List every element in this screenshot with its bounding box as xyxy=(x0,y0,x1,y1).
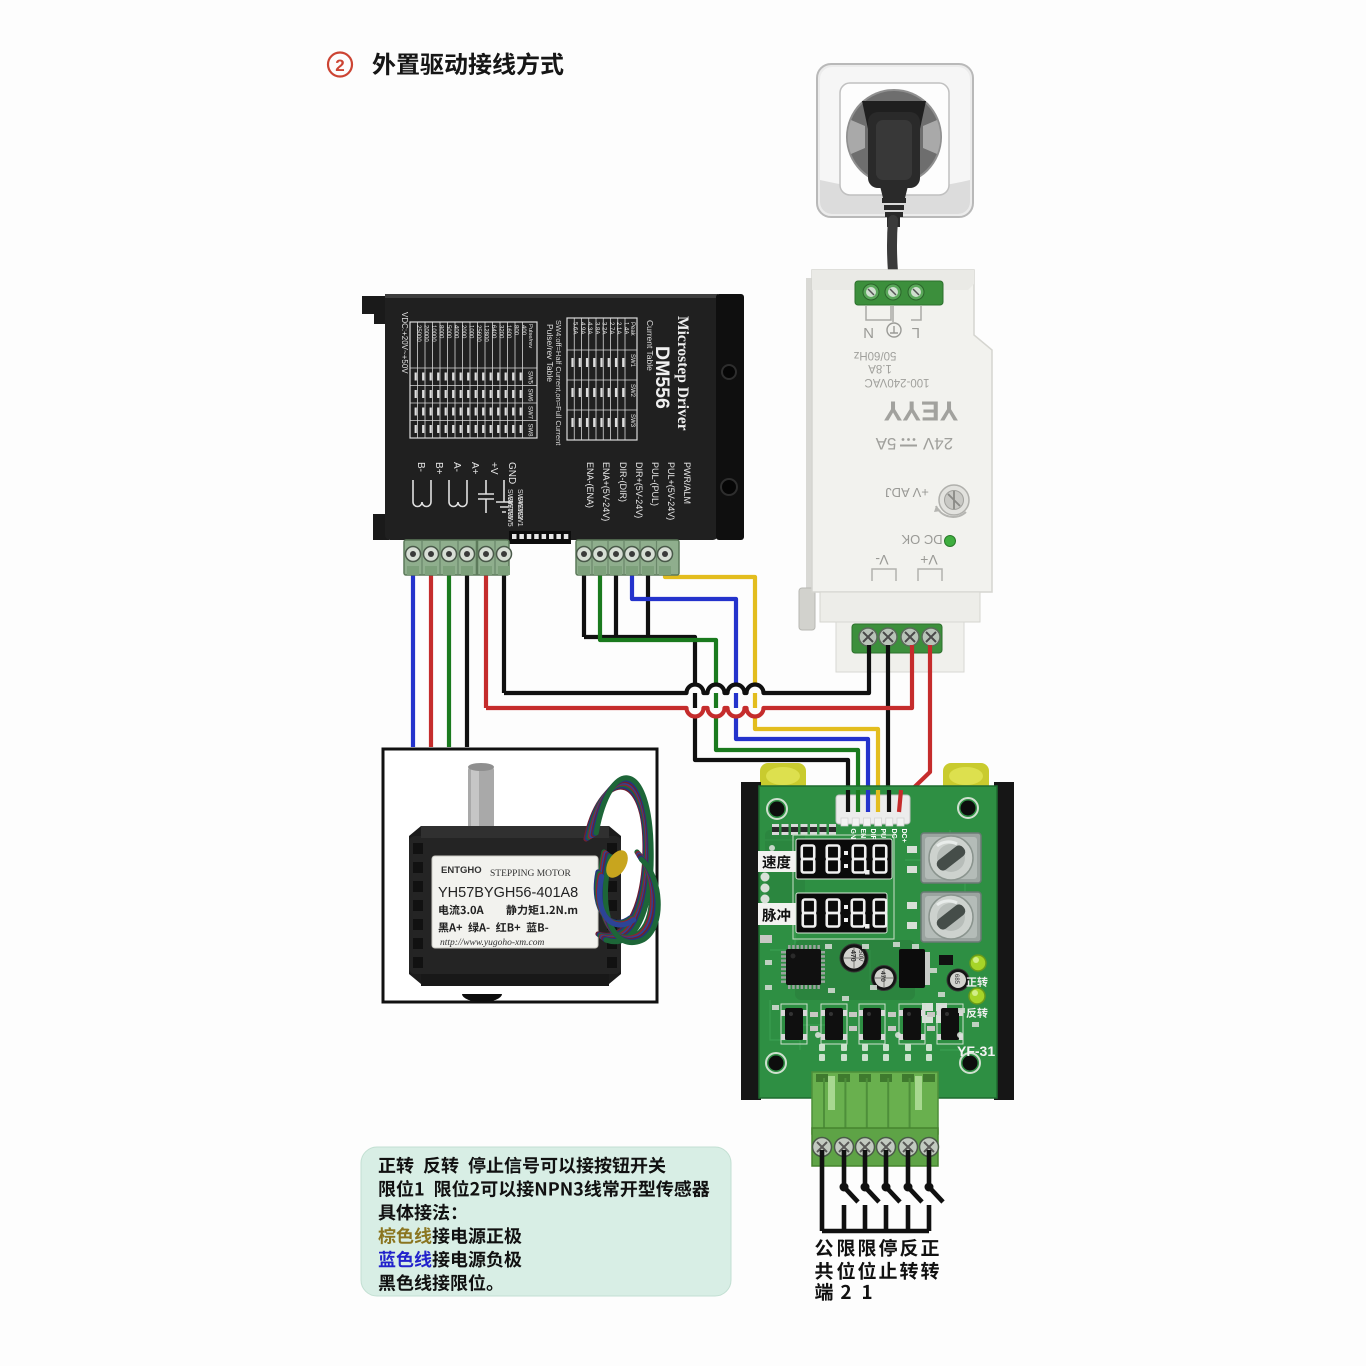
svg-text:nttp://www.yugoho-xm.com: nttp://www.yugoho-xm.com xyxy=(440,938,544,948)
svg-text:ENA-(ENA): ENA-(ENA) xyxy=(585,462,595,508)
svg-text:4000: 4000 xyxy=(452,325,458,339)
svg-text:6400: 6400 xyxy=(490,325,496,339)
svg-text:STEPPING MOTOR: STEPPING MOTOR xyxy=(490,869,572,879)
svg-text:5000: 5000 xyxy=(445,325,451,339)
svg-text:GND: GND xyxy=(506,462,517,484)
svg-text:SW8: SW8 xyxy=(506,489,513,504)
svg-text:12800: 12800 xyxy=(482,325,488,342)
svg-text:SW5: SW5 xyxy=(506,512,513,527)
svg-text:1.8A: 1.8A xyxy=(868,362,892,374)
svg-text:DC+: DC+ xyxy=(900,829,907,843)
svg-text:2.7A: 2.7A xyxy=(608,322,614,334)
svg-text:1.4A: 1.4A xyxy=(622,322,628,334)
svg-text:3.8A: 3.8A xyxy=(593,322,599,334)
svg-text:SW6: SW6 xyxy=(527,389,533,403)
svg-text:YEYY: YEYY xyxy=(883,395,958,426)
svg-text:470: 470 xyxy=(879,971,886,982)
svg-text:1600: 1600 xyxy=(505,325,511,339)
svg-text:2.1A: 2.1A xyxy=(615,322,621,334)
svg-text:25600: 25600 xyxy=(475,325,481,342)
svg-text:YF-31: YF-31 xyxy=(957,1043,995,1059)
svg-text:SW7: SW7 xyxy=(527,406,533,420)
svg-text:5.6A: 5.6A xyxy=(572,322,578,334)
svg-text:SW6: SW6 xyxy=(506,504,513,519)
svg-text:400: 400 xyxy=(520,325,526,336)
svg-text:B+: B+ xyxy=(433,462,444,475)
svg-text:DC OK: DC OK xyxy=(901,532,943,547)
svg-text:EN: EN xyxy=(859,829,866,839)
svg-text:SW5: SW5 xyxy=(527,371,533,385)
svg-text:V+: V+ xyxy=(920,552,938,568)
svg-text:PWR/ALM: PWR/ALM xyxy=(682,462,692,504)
svg-text:470: 470 xyxy=(849,950,856,962)
svg-text:PUL+(5V-24V): PUL+(5V-24V) xyxy=(666,462,676,520)
svg-text:PUL-(PUL): PUL-(PUL) xyxy=(650,462,660,506)
svg-text:3.2A: 3.2A xyxy=(601,322,607,334)
svg-text:Peak: Peak xyxy=(629,322,635,337)
svg-text:10000: 10000 xyxy=(430,325,436,342)
svg-text:685: 685 xyxy=(953,974,959,985)
svg-text:VDC:+20V~+50V: VDC:+20V~+50V xyxy=(400,312,409,374)
svg-text:ENA+(5V-24V): ENA+(5V-24V) xyxy=(601,462,611,521)
svg-text:PUL: PUL xyxy=(879,829,886,844)
svg-text:SW7: SW7 xyxy=(506,497,513,512)
svg-text:SW2: SW2 xyxy=(629,384,635,398)
svg-text:DM556: DM556 xyxy=(651,346,673,409)
svg-text:N: N xyxy=(863,324,874,341)
svg-text:SW8: SW8 xyxy=(527,424,533,438)
svg-text:Pulse/rev Table: Pulse/rev Table xyxy=(545,324,555,382)
svg-text:SW4:off=Half Current,on=Full C: SW4:off=Half Current,on=Full Current xyxy=(554,320,563,446)
svg-text:DIR-(DIR): DIR-(DIR) xyxy=(618,462,628,502)
svg-text:50/60Hz: 50/60Hz xyxy=(853,349,896,361)
svg-text:3200: 3200 xyxy=(497,325,503,339)
svg-text:20000: 20000 xyxy=(422,325,428,342)
svg-text:V-: V- xyxy=(875,552,889,568)
svg-text:Current Table: Current Table xyxy=(645,320,655,371)
svg-text:2: 2 xyxy=(335,56,344,75)
svg-text:L: L xyxy=(912,324,920,341)
svg-text:B-: B- xyxy=(415,462,426,472)
svg-text:A+: A+ xyxy=(469,462,480,475)
svg-text:A-: A- xyxy=(451,462,462,472)
svg-text:800: 800 xyxy=(512,325,518,336)
svg-text:ENTGHO: ENTGHO xyxy=(441,865,482,876)
svg-text:4.3A: 4.3A xyxy=(586,322,592,334)
svg-text:4.9A: 4.9A xyxy=(579,322,585,334)
svg-text:1000: 1000 xyxy=(467,325,473,339)
svg-text:SW4: SW4 xyxy=(516,489,523,504)
svg-text:100-240VAC: 100-240VAC xyxy=(865,376,930,388)
svg-text:DIR+(5V-24V): DIR+(5V-24V) xyxy=(634,462,644,518)
svg-text:8000: 8000 xyxy=(437,325,443,339)
svg-text:SW1: SW1 xyxy=(516,512,523,527)
svg-text:25000: 25000 xyxy=(415,325,421,342)
svg-text:5A: 5A xyxy=(875,434,896,453)
svg-text:GN: GN xyxy=(849,829,856,840)
svg-text:+V: +V xyxy=(488,462,499,475)
svg-text:YH57BYGH56-401A8: YH57BYGH56-401A8 xyxy=(438,885,578,901)
svg-text:SW3: SW3 xyxy=(516,497,523,512)
svg-text:50V: 50V xyxy=(857,950,864,962)
svg-text:Microstep Driver: Microstep Driver xyxy=(674,316,691,431)
svg-text:SW2: SW2 xyxy=(516,504,523,519)
svg-text:2000: 2000 xyxy=(460,325,466,339)
svg-text:Pulse/rev: Pulse/rev xyxy=(527,324,533,348)
svg-text:SW1: SW1 xyxy=(629,354,635,368)
svg-text:24V: 24V xyxy=(922,434,953,453)
svg-text:+V ADJ: +V ADJ xyxy=(885,485,929,500)
svg-text:SW3: SW3 xyxy=(629,414,635,428)
